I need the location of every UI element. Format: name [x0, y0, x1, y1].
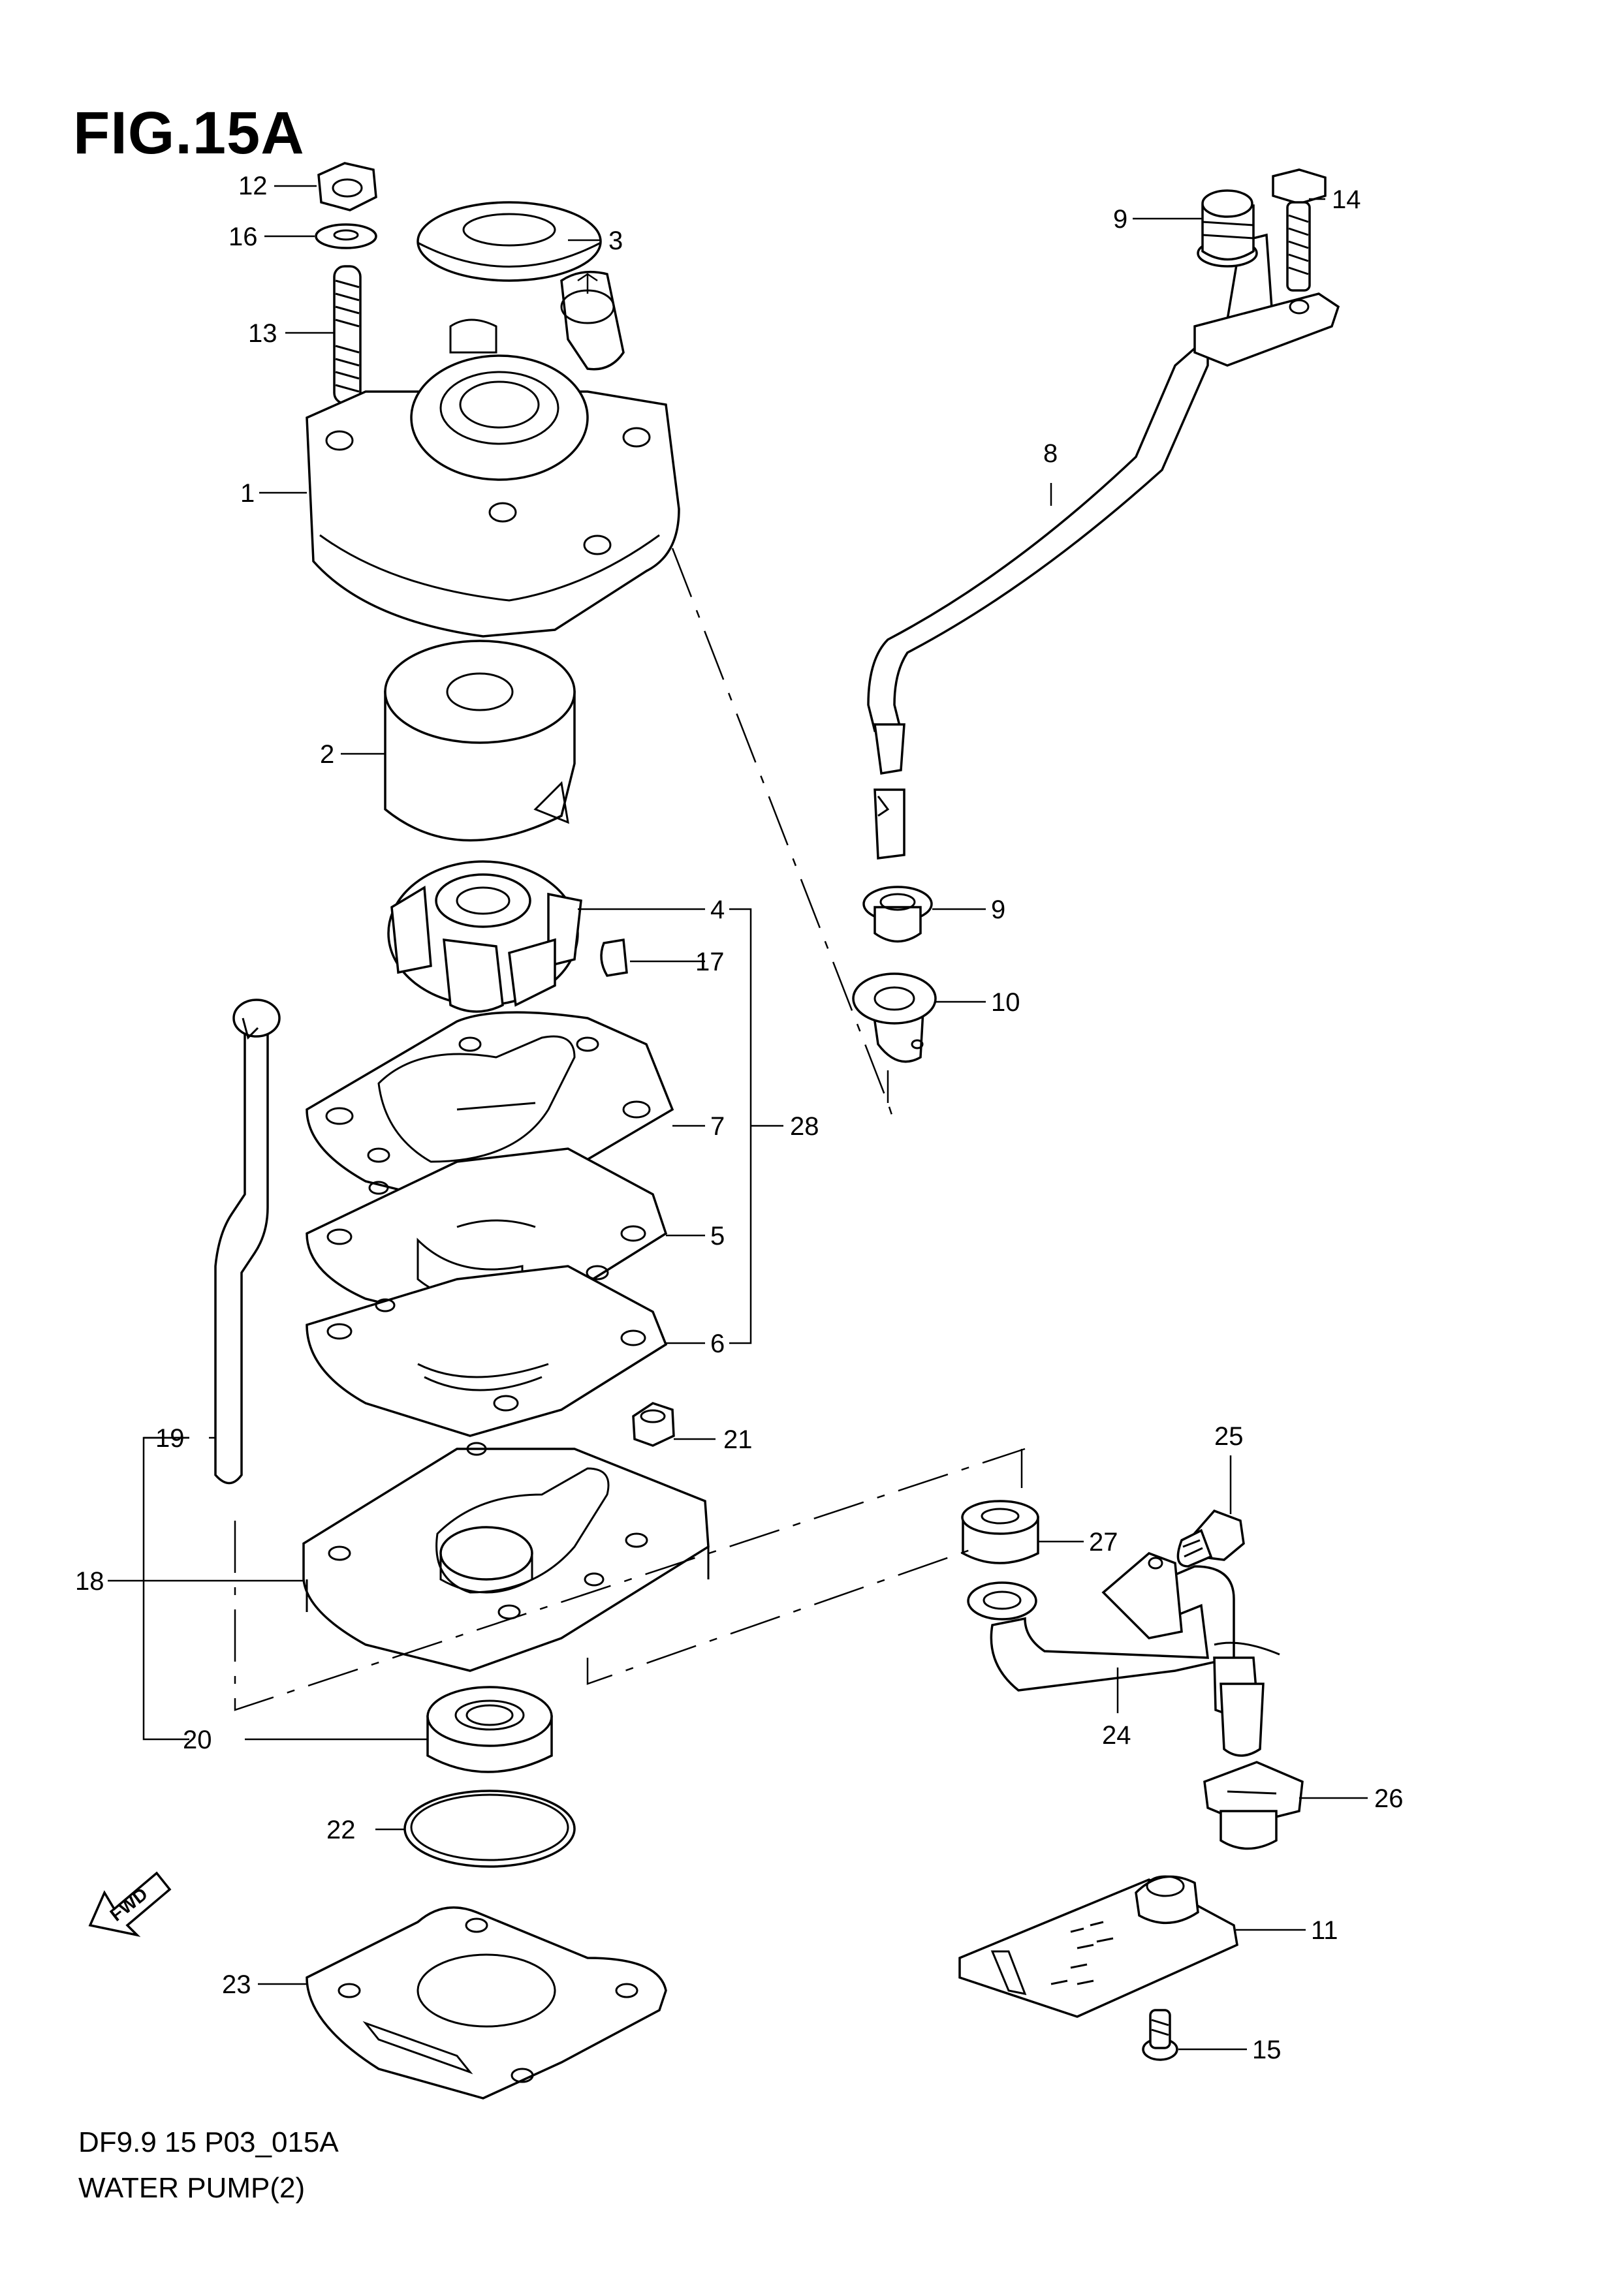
- figure-code: DF9.9 15 P03_015A: [78, 2126, 339, 2158]
- part-9-grommet-upper: [1197, 189, 1258, 268]
- part-9-grommet-lower: [862, 886, 933, 943]
- callout-15: 15: [1252, 2036, 1282, 2064]
- part-18-housing: [302, 1442, 710, 1672]
- assembly-guide-line: [577, 273, 598, 282]
- part-12-nut: [317, 162, 377, 211]
- leader-lines: [108, 185, 1368, 2051]
- callout-21: 21: [723, 1425, 753, 1454]
- callout-12: 12: [238, 172, 268, 200]
- assembly-guide-line: [234, 1448, 1026, 1711]
- callout-20: 20: [183, 1726, 212, 1754]
- part-23-gasket: [306, 1906, 667, 2100]
- callout-2: 2: [320, 740, 334, 769]
- callout-1: 1: [240, 479, 255, 508]
- callout-11: 11: [1311, 1916, 1338, 1945]
- callout-23: 23: [222, 1970, 251, 1999]
- callout-6: 6: [710, 1329, 725, 1358]
- part-16-washer: [315, 223, 377, 249]
- part-6-gasket: [306, 1265, 668, 1437]
- callout-13: 13: [248, 319, 277, 348]
- callout-9-upper: 9: [1113, 205, 1127, 234]
- part-2-liner: [384, 640, 576, 842]
- callout-8: 8: [1043, 439, 1058, 468]
- part-3-seal-ring: [417, 201, 602, 282]
- part-8-water-pipe: [867, 233, 1340, 860]
- callout-10: 10: [991, 988, 1020, 1017]
- callout-7: 7: [710, 1112, 725, 1141]
- callout-labels: 12 16 3 13 1 2 4 17 7 28 5 6 8 9 14 9 10…: [75, 172, 1404, 2064]
- callout-3: 3: [608, 226, 623, 255]
- part-26-grommet: [1203, 1761, 1304, 1850]
- callout-9-lower: 9: [991, 895, 1005, 924]
- callout-18: 18: [75, 1567, 104, 1596]
- callout-14: 14: [1332, 185, 1361, 214]
- callout-5: 5: [710, 1222, 725, 1250]
- part-10-bushing: [852, 972, 937, 1063]
- callout-4: 4: [710, 895, 725, 924]
- part-25-bolt: [1176, 1509, 1245, 1568]
- callout-26: 26: [1374, 1784, 1404, 1813]
- part-15-screw: [1142, 2009, 1178, 2061]
- part-1-pump-case: [306, 270, 680, 638]
- callout-28: 28: [790, 1112, 819, 1141]
- part-17-key: [600, 938, 628, 977]
- callout-24: 24: [1102, 1721, 1131, 1750]
- part-11-anode: [958, 1875, 1238, 2018]
- part-13-stud: [333, 265, 362, 405]
- part-21-nut: [632, 1402, 675, 1447]
- callout-16: 16: [228, 223, 258, 251]
- assembly-guide-line: [671, 548, 896, 1123]
- part-4-impeller: [387, 860, 582, 1013]
- part-20-seal: [426, 1686, 553, 1773]
- part-19-water-tube: [214, 999, 281, 1485]
- callout-25: 25: [1214, 1422, 1244, 1451]
- callout-22: 22: [326, 1816, 356, 1844]
- part-14-bolt: [1272, 168, 1327, 292]
- part-27-collar: [961, 1500, 1039, 1564]
- figure-title: FIG.15A: [73, 100, 305, 166]
- callout-17: 17: [695, 948, 725, 976]
- part-24-outlet-pipe: [967, 1551, 1280, 1757]
- part-22-o-ring: [403, 1790, 576, 1868]
- assembly-guide-line: [586, 1545, 980, 1685]
- callout-27: 27: [1089, 1528, 1118, 1557]
- callout-19: 19: [155, 1424, 185, 1453]
- fwd-arrow-icon: FWD: [88, 1871, 172, 1937]
- figure-name: WATER PUMP(2): [78, 2172, 306, 2204]
